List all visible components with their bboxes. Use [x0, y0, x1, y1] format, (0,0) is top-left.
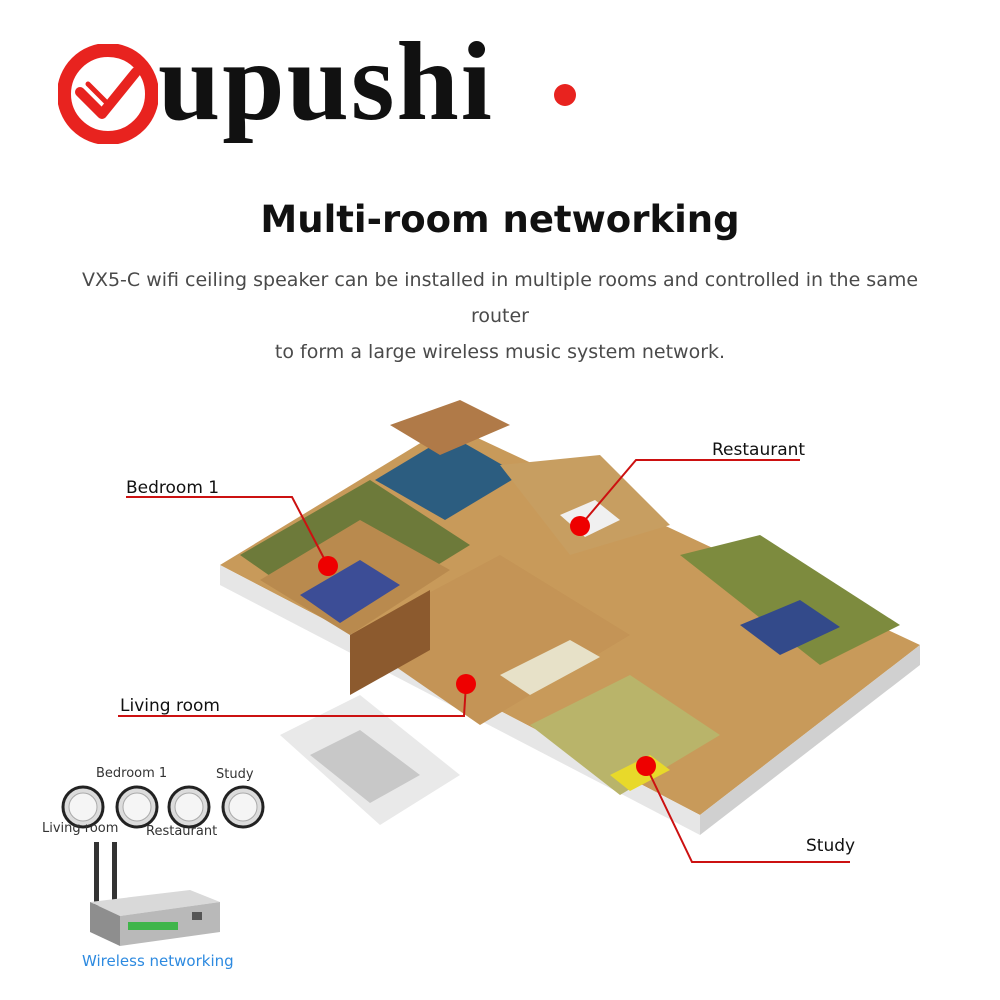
- product-illustration: Bedroom 1 Study Living room Restaurant: [30, 760, 310, 980]
- balcony-shadow: [310, 730, 420, 803]
- label-study: Study: [806, 836, 856, 856]
- label-bedroom: Bedroom 1: [126, 478, 220, 498]
- page-title: Multi-room networking: [260, 198, 740, 241]
- speaker-label-living-room: Living room: [42, 821, 119, 836]
- room-bathroom: [375, 435, 520, 520]
- speaker-label-restaurant: Restaurant: [146, 824, 218, 839]
- logo-mark-icon: [58, 44, 158, 144]
- description-line-1: VX5-C wifi ceiling speaker can be instal…: [81, 269, 919, 327]
- room-kitchen: [390, 400, 510, 455]
- page-description: VX5-C wifi ceiling speaker can be instal…: [60, 262, 940, 370]
- bedroom-bed: [300, 560, 400, 623]
- living-wall: [350, 590, 430, 695]
- ceiling-speaker-icon: [221, 785, 265, 829]
- ceiling-speaker-icon: [115, 785, 159, 829]
- brand-logo: upushi: [58, 26, 576, 150]
- description-line-2: to form a large wireless music system ne…: [274, 341, 726, 363]
- wireless-networking-caption: Wireless networking: [82, 952, 234, 970]
- router-icon: [90, 842, 220, 946]
- label-living-room: Living room: [120, 696, 220, 716]
- living-sofa: [500, 640, 600, 695]
- label-restaurant: Restaurant: [712, 440, 806, 460]
- room-study: [530, 675, 720, 795]
- room-bedroom-right: [680, 535, 900, 665]
- speaker-label-study: Study: [216, 767, 254, 782]
- speaker-label-bedroom: Bedroom 1: [96, 766, 168, 781]
- ceiling-speaker-icon: [167, 785, 211, 829]
- brand-wordmark: upushi: [158, 20, 494, 144]
- brand-dot: [554, 84, 576, 106]
- room-living: [350, 555, 630, 725]
- ceiling-speaker-icon: [61, 785, 105, 829]
- right-bed: [740, 600, 840, 655]
